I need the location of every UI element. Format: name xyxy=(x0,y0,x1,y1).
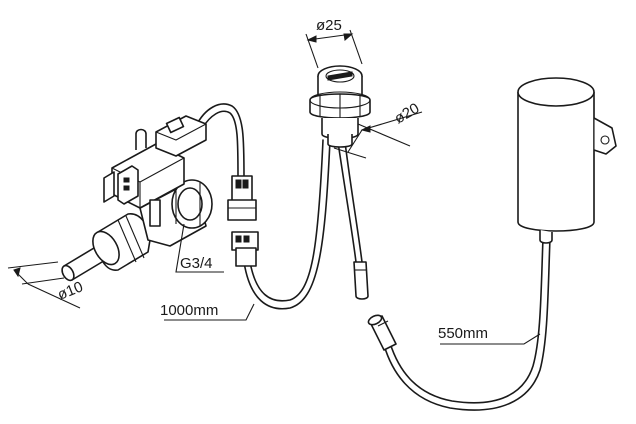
label-thread: G3/4 xyxy=(180,255,213,272)
solenoid-valve xyxy=(61,115,213,282)
sensor-plug xyxy=(353,261,369,300)
label-dia-20: ø20 xyxy=(392,100,423,128)
main-cable-1000 xyxy=(243,139,331,310)
battery-plug xyxy=(367,314,397,351)
dimension-cable-1000: 1000mm xyxy=(160,302,255,321)
connector-upper xyxy=(227,175,257,221)
label-cable-550: 550mm xyxy=(438,325,488,342)
label-dia-25: ø25 xyxy=(316,17,342,34)
label-dia-10: ø10 xyxy=(55,278,85,303)
battery-cable-550 xyxy=(383,237,551,411)
dimension-cable-550: 550mm xyxy=(438,325,541,345)
dimension-dia-25: ø25 xyxy=(305,17,363,69)
sensor-lead xyxy=(337,141,363,263)
label-cable-1000: 1000mm xyxy=(160,302,218,319)
battery-box xyxy=(517,77,617,244)
connector-lower xyxy=(231,231,259,267)
valve-signal-cable xyxy=(195,103,245,179)
dimension-thread: G3/4 xyxy=(175,223,224,273)
sensor-button xyxy=(309,65,371,148)
